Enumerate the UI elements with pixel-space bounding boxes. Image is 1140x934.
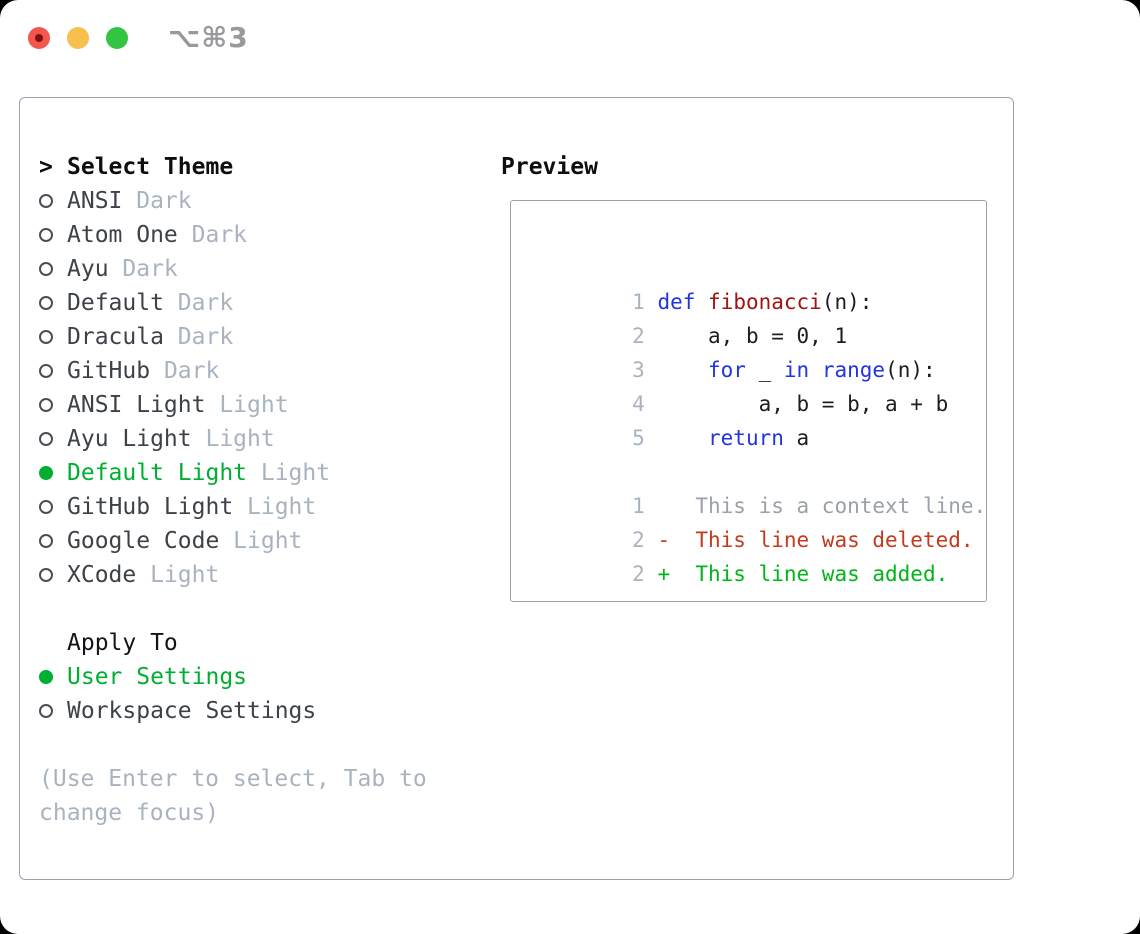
radio-icon [39,568,53,582]
radio-icon [39,296,53,310]
preview-title: Preview [501,154,598,180]
diff-line-context: 1 This is a context line. [531,455,986,518]
code-token: (n): [885,358,936,382]
theme-variant-label: Light [260,460,331,486]
theme-variant-label: Dark [177,324,234,350]
code-token: range [821,358,886,382]
radio-filled-icon [39,670,53,684]
radio-icon [39,500,53,514]
code-token: in [783,358,810,382]
theme-variant-label: Light [219,392,289,418]
code-line: 2 a, b = 0, 1 [531,285,986,348]
radio-icon [39,432,53,446]
code-line: 4 a, b = b, a + b [531,353,986,416]
apply-to-header: Apply To [67,630,178,656]
page-title: Select Theme [67,154,234,180]
code-token [657,358,708,382]
theme-variant-label: Light [205,426,275,452]
theme-variant-label: Dark [122,256,178,282]
window-shortcut-label: ⌥⌘3 [168,21,249,54]
radio-icon [39,704,53,718]
code-token: return [708,426,784,450]
code-token [809,358,822,382]
radio-icon [39,330,53,344]
diff-line-added: 2 + This line was added. [531,523,986,586]
theme-variant-label: Dark [191,222,248,248]
radio-icon [39,194,53,208]
theme-variant-label: Light [150,562,220,588]
theme-variant-label: Dark [163,358,220,384]
help-text: (Use Enter to select, Tab to change focu… [39,766,427,826]
radio-icon [39,228,53,242]
line-number: 1 [632,290,645,314]
theme-variant-label: Light [247,494,317,520]
titlebar: ⌥⌘3 [0,0,1140,76]
line-number: 1 [632,494,645,518]
line-number: 2 [632,324,645,348]
radio-filled-icon [39,466,53,480]
minimize-button[interactable] [67,27,89,49]
code-token: fibonacci [708,290,822,314]
code-token: (n): [821,290,873,314]
close-button[interactable] [28,27,50,49]
radio-icon [39,364,53,378]
theme-variant-label: Dark [136,188,192,214]
code-token [695,290,708,314]
line-number: 5 [632,426,645,450]
code-token: _ [745,358,784,382]
radio-icon [39,398,53,412]
theme-variant-label: Dark [177,290,234,316]
code-token: a, b = 0, 1 [657,324,848,348]
code-token: a [783,426,810,450]
maximize-button[interactable] [106,27,128,49]
line-number: 2 [632,562,645,586]
diff-deleted-text: - This line was deleted. [644,528,974,552]
theme-variant-label: Light [233,528,303,554]
diff-line-deleted: 2 - This line was deleted. [531,489,986,552]
line-number: 2 [632,528,645,552]
radio-icon [39,262,53,276]
code-token: a, b = b, a + b [657,392,949,416]
diff-context-text: This is a context line. [644,494,987,518]
record-dot-icon [35,34,43,42]
code-line: 3 for _ in range(n): [531,319,986,382]
cursor-icon: > [39,154,53,180]
code-token: for [708,358,746,382]
code-line: 1 def fibonacci(n): [531,251,986,314]
diff-added-text: + This line was added. [644,562,949,586]
code-line: 5 return a [531,387,986,450]
select-theme-header: > Select Theme [39,150,484,184]
line-number: 4 [632,392,645,416]
line-number: 3 [632,358,645,382]
apply-option-workspace-settings[interactable]: Workspace Settings [39,694,484,728]
apply-option-user-settings[interactable]: User Settings [39,660,484,694]
code-token: def [657,290,696,314]
code-token [657,426,708,450]
radio-icon [39,534,53,548]
